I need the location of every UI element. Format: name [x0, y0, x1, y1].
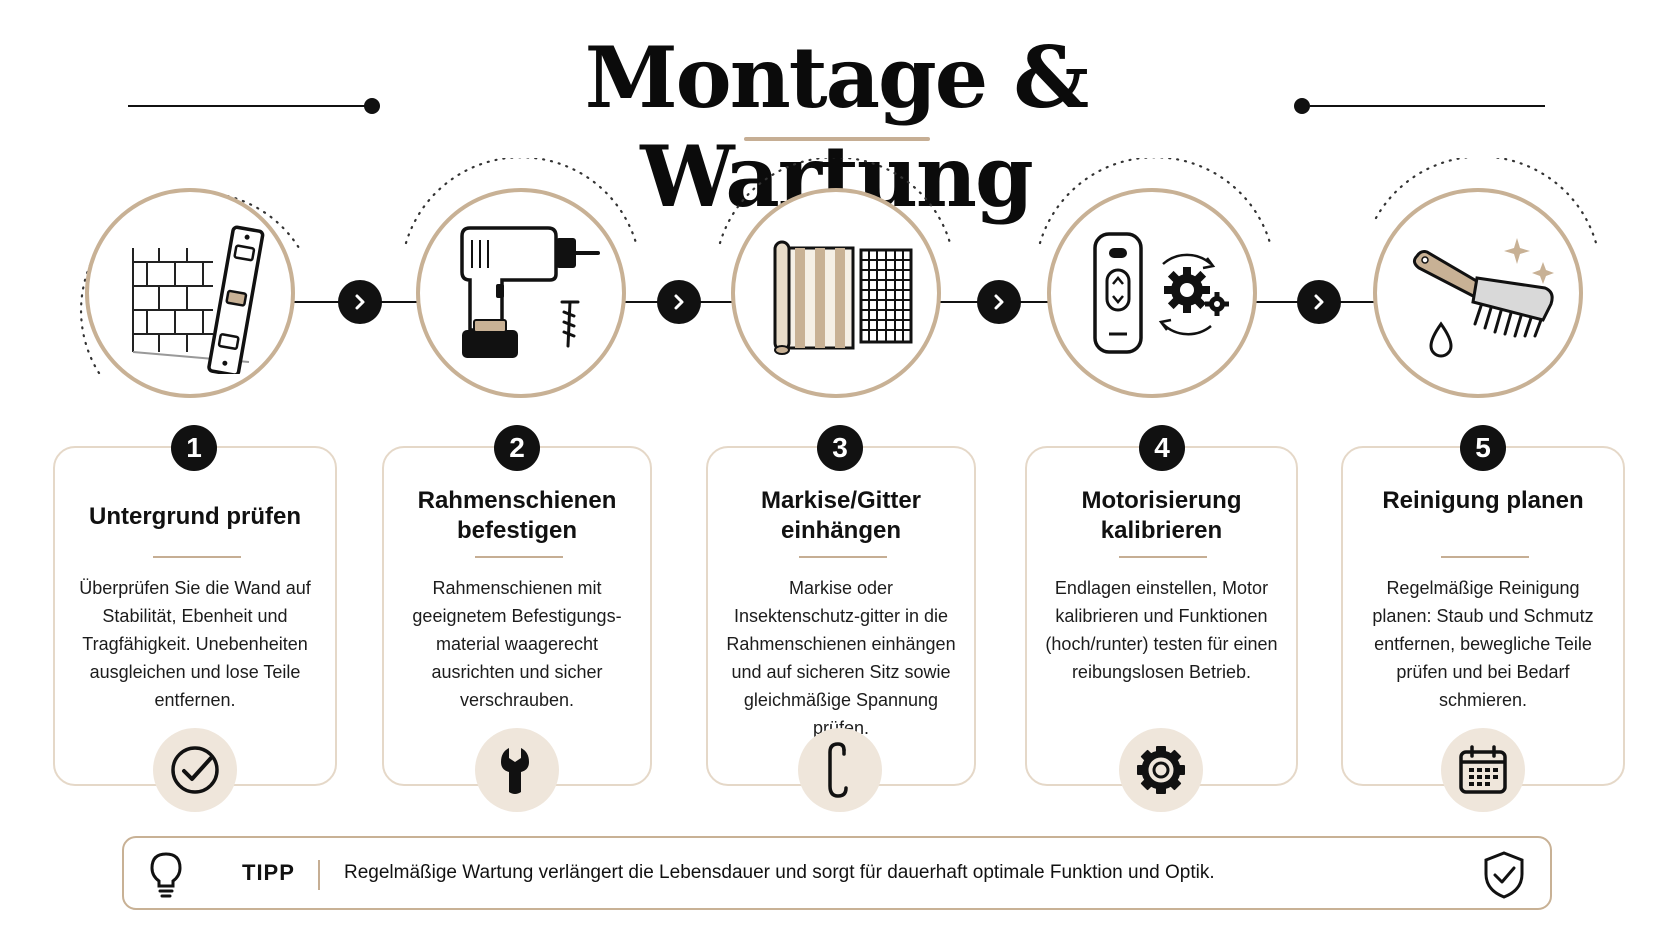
cleaning-brush-icon: [1412, 238, 1554, 358]
next-step-arrow-button[interactable]: [657, 280, 701, 324]
step-number-badge: 5: [1460, 425, 1506, 471]
checkmark-icon: [153, 728, 237, 812]
step-description: Endlagen einstellen, Motor kalibrieren u…: [1045, 578, 1278, 682]
next-step-arrow-button[interactable]: [977, 280, 1021, 324]
lightbulb-icon: [150, 852, 182, 898]
step-description: Rahmenschienen mit geeignetem Befestigun…: [412, 578, 622, 710]
title-row: Montage & Wartung: [0, 20, 1672, 226]
step-1-illustration: [85, 188, 295, 398]
hook-icon: [798, 728, 882, 812]
title-decor-line-right: [1310, 105, 1545, 107]
card-divider: [475, 556, 563, 558]
title-underline: [744, 137, 930, 141]
chevron-right-icon: [1314, 294, 1324, 310]
calendar-icon: [1441, 728, 1525, 812]
next-step-arrow-button[interactable]: [1297, 280, 1341, 324]
tip-label: TIPP: [242, 860, 295, 885]
step-number-badge: 1: [171, 425, 217, 471]
card-divider: [1119, 556, 1207, 558]
awning-fabric-and-insect-screen-icon: [773, 240, 913, 355]
step-number-badge: 4: [1139, 425, 1185, 471]
title-decor-dot-left: [364, 98, 380, 114]
step-title: Markise/Gitter einhängen: [760, 487, 922, 544]
title-decor-dot-right: [1294, 98, 1310, 114]
step-title: Rahmenschienen befestigen: [417, 487, 617, 544]
chevron-right-icon: [994, 294, 1004, 310]
step-title: Reinigung planen: [1382, 487, 1584, 514]
step-number-badge: 2: [494, 425, 540, 471]
chevron-right-icon: [674, 294, 684, 310]
cordless-drill-and-screw-icon: [460, 226, 600, 358]
wrench-icon: [475, 728, 559, 812]
card-divider: [153, 556, 241, 558]
tip-text: Regelmäßige Wartung verlängert die Leben…: [344, 862, 1215, 883]
step-number-badge: 3: [817, 425, 863, 471]
step-5-illustration: [1373, 188, 1583, 398]
card-divider: [799, 556, 887, 558]
step-3-illustration: [731, 188, 941, 398]
tip-separator: [318, 860, 320, 890]
next-step-arrow-button[interactable]: [338, 280, 382, 324]
tip-bar: TIPP Regelmäßige Wartung verlängert die …: [122, 836, 1552, 910]
gear-icon: [1119, 728, 1203, 812]
step-description: Regelmäßige Reinigung planen: Staub und …: [1372, 578, 1594, 710]
step-description: Überprüfen Sie die Wand auf Stabilität, …: [79, 578, 311, 710]
title-decor-line-left: [128, 105, 366, 107]
shield-check-icon: [1484, 851, 1524, 899]
step-title: Motorisierung kalibrieren: [1081, 487, 1242, 544]
wall-and-spirit-level-icon: [132, 225, 265, 374]
card-divider: [1441, 556, 1529, 558]
step-title: Untergrund prüfen: [89, 503, 301, 530]
dotted-arc-decor: [1374, 158, 1598, 245]
chevron-right-icon: [355, 294, 365, 310]
step-2-illustration: [416, 188, 626, 398]
page-title: Montage & Wartung: [584, 28, 1090, 226]
step-description: Markise oder Insektenschutz-gitter in di…: [726, 578, 956, 738]
step-4-illustration: [1047, 188, 1257, 398]
remote-control-and-gears-icon: [1093, 232, 1229, 354]
